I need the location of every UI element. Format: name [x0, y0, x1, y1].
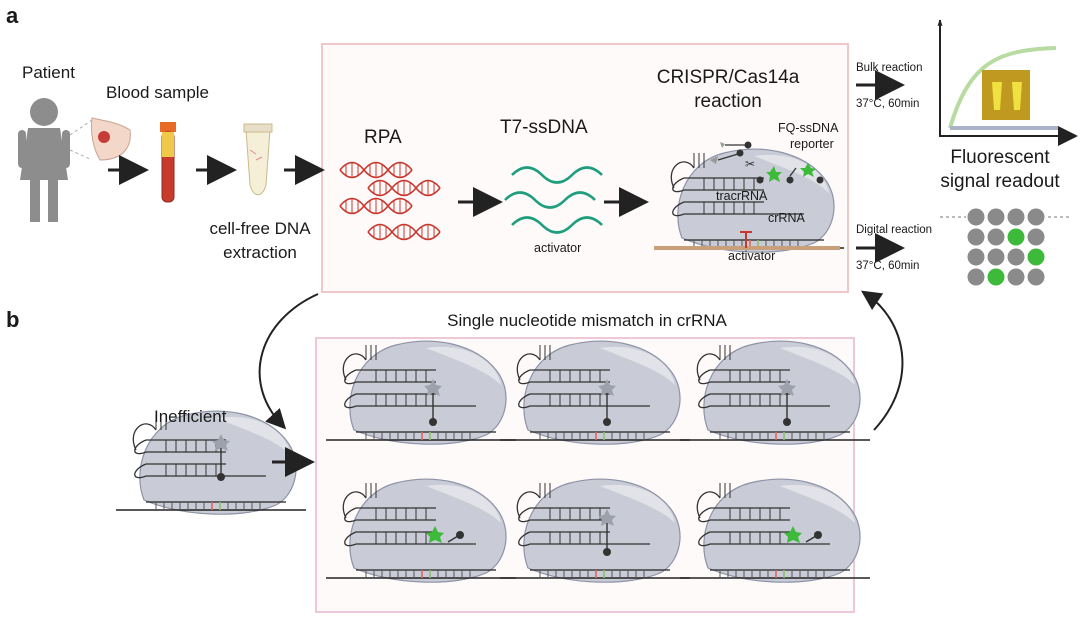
- droplet-negative: [967, 228, 985, 246]
- droplet-positive: [1007, 228, 1025, 246]
- label-tracrrna: tracrRNA: [716, 189, 768, 203]
- label-activator: activator: [534, 241, 582, 255]
- droplet-negative: [987, 208, 1005, 226]
- bulk-readout-chart: [937, 19, 1078, 146]
- droplet-negative: [987, 228, 1005, 246]
- droplet-negative: [967, 208, 985, 226]
- label-digital: Digital reaction: [856, 224, 933, 236]
- digital-grid: [967, 208, 1045, 286]
- label-rpa: RPA: [364, 127, 402, 148]
- label-crispr-1: CRISPR/Cas14a: [656, 67, 800, 88]
- label-fq-1: FQ-ssDNA: [778, 121, 839, 135]
- label-mismatch-title: Single nucleotide mismatch in crRNA: [447, 311, 727, 330]
- panel-letter-b: b: [6, 307, 20, 332]
- label-patient: Patient: [22, 63, 75, 82]
- droplet-negative: [987, 248, 1005, 266]
- label-blood-sample: Blood sample: [106, 83, 210, 102]
- patient-figure: [18, 98, 93, 222]
- fq-reporters: ✂: [710, 141, 824, 184]
- t7-ssdna-strands: [504, 166, 603, 234]
- label-fluor-2: signal readout: [940, 171, 1060, 192]
- label-bulk: Bulk reaction: [856, 62, 923, 74]
- droplet-negative: [1027, 228, 1045, 246]
- label-bulk-cond: 37°C, 60min: [856, 98, 920, 110]
- droplet-negative: [967, 268, 985, 286]
- label-t7: T7-ssDNA: [500, 117, 588, 138]
- label-digital-cond: 37°C, 60min: [856, 260, 920, 272]
- label-cfdna-1: cell-free DNA: [209, 219, 311, 238]
- droplet-positive: [987, 268, 1005, 286]
- label-inefficient: Inefficient: [154, 407, 227, 426]
- droplet-negative: [967, 248, 985, 266]
- blood-tube-icon: [160, 122, 176, 203]
- label-fq-2: reporter: [790, 137, 834, 151]
- droplet-negative: [1007, 248, 1025, 266]
- droplet-negative: [1027, 208, 1045, 226]
- label-fluor-1: Fluorescent: [950, 147, 1050, 168]
- svg-text:✂: ✂: [745, 157, 755, 171]
- label-crrna: crRNA: [768, 211, 805, 225]
- droplet-negative: [1027, 268, 1045, 286]
- droplet-negative: [1007, 268, 1025, 286]
- cas14a-complex: [653, 148, 845, 254]
- label-crispr-2: reaction: [694, 91, 762, 112]
- extraction-tube-icon: [243, 123, 273, 196]
- label-cfdna-2: extraction: [223, 243, 297, 262]
- label-activator-bottom: activator: [728, 249, 776, 263]
- droplet-positive: [1027, 248, 1045, 266]
- panel-letter-a: a: [6, 3, 19, 28]
- blood-draw-icon: [91, 117, 131, 161]
- droplet-negative: [1007, 208, 1025, 226]
